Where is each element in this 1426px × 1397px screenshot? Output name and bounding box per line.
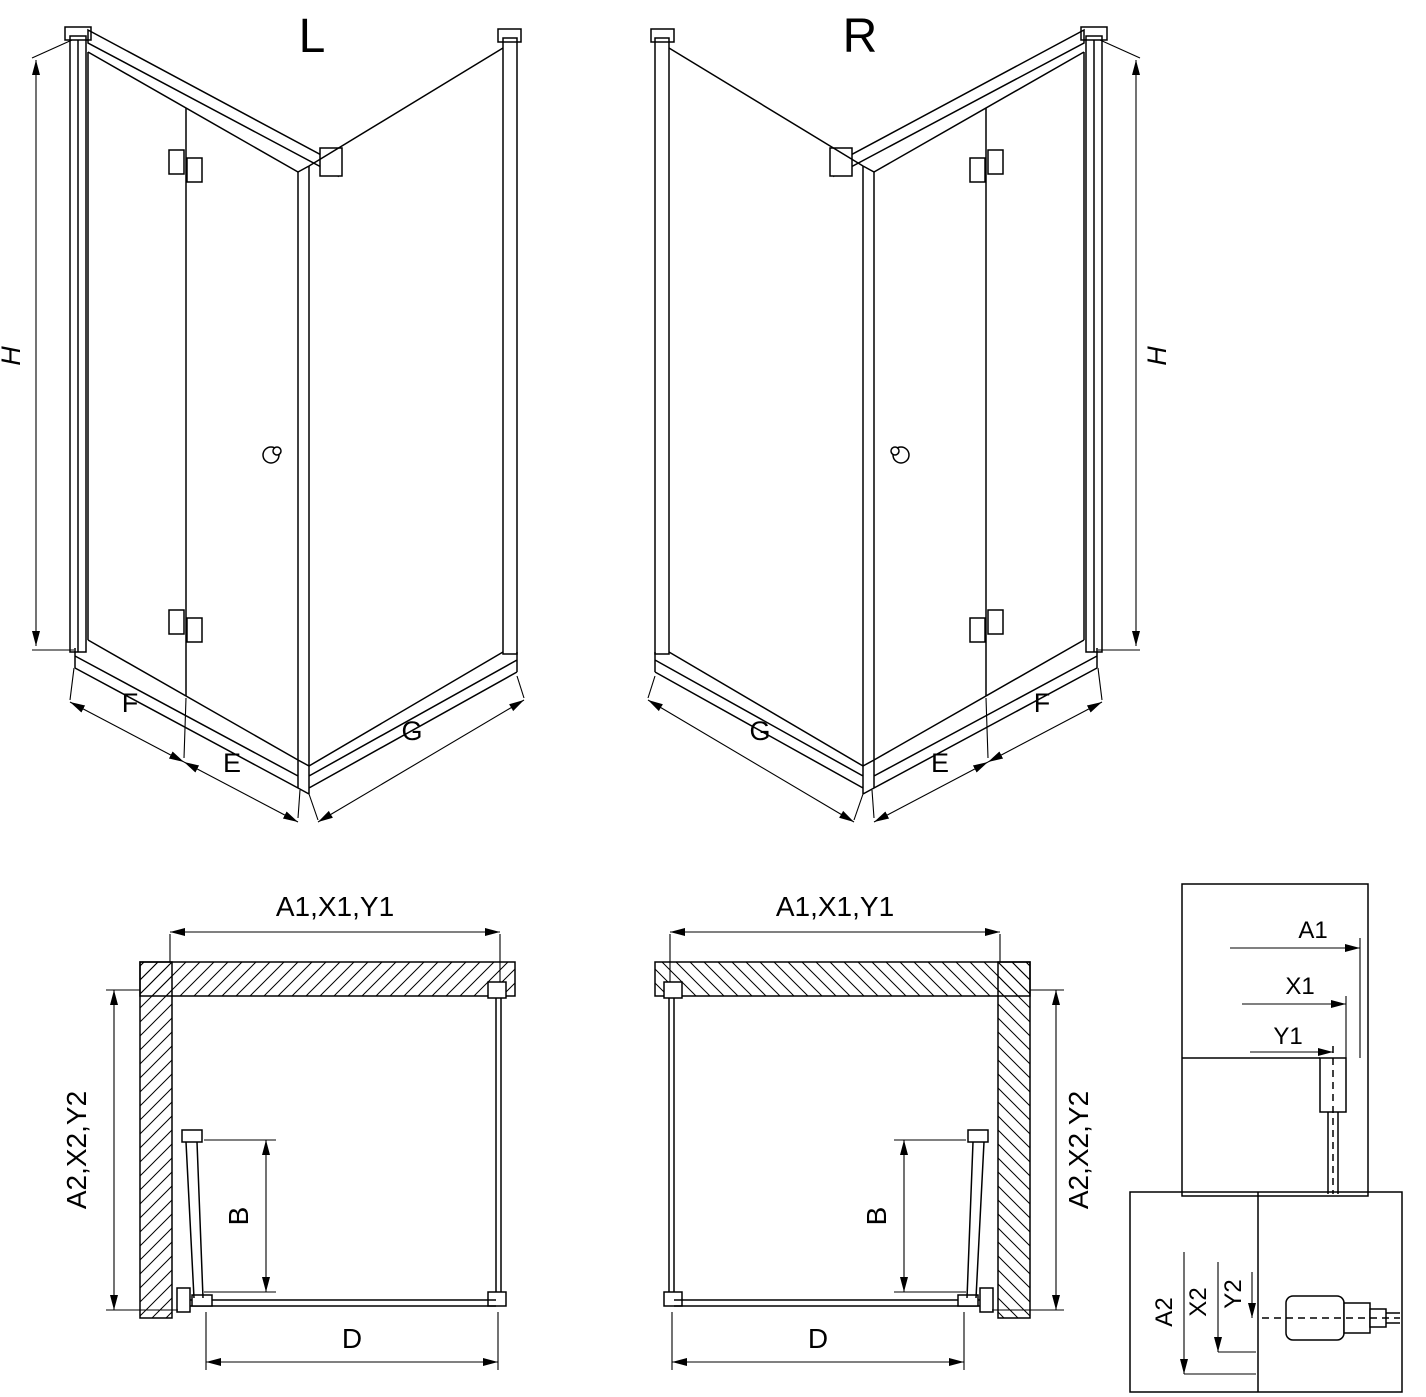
detail-a2-label: A2 xyxy=(1151,1297,1178,1326)
plan-d-label-right: D xyxy=(808,1323,828,1354)
iso-dimension-lines xyxy=(31,39,525,823)
plan-b-label-left: B xyxy=(223,1207,254,1226)
dim-label-e-left: E xyxy=(223,748,241,778)
rail-bracket xyxy=(319,147,343,177)
folded-door-end-cap xyxy=(181,1129,203,1143)
door-bottom-edge xyxy=(87,639,299,761)
dim-line-F xyxy=(69,701,185,763)
dim-line-E xyxy=(183,761,299,823)
folded-door-plan xyxy=(185,1141,204,1299)
dim-label-g-right: G xyxy=(749,716,770,746)
iso-view-left-linework xyxy=(31,26,525,823)
plan-width-label-left: A1,X1,Y1 xyxy=(276,891,394,922)
plan-b-label-right: B xyxy=(861,1207,892,1226)
hinge-bottom-icon xyxy=(168,609,203,643)
iso-view-right-linework xyxy=(648,27,1140,822)
dim-label-g-left: G xyxy=(401,716,422,746)
corner-post xyxy=(297,165,310,767)
plan-d-label-left: D xyxy=(342,1323,362,1354)
plan-width-label-right: A1,X1,Y1 xyxy=(776,891,894,922)
detail-x2-label: X2 xyxy=(1185,1287,1212,1316)
plan-view-left-linework xyxy=(106,928,516,1370)
plan-view-right-linework xyxy=(655,932,1064,1370)
side-panel-top-edge xyxy=(308,47,504,167)
detail-y1-label: Y1 xyxy=(1273,1023,1302,1050)
hinge-top-icon xyxy=(168,149,203,183)
detail-a1-label: A1 xyxy=(1298,917,1327,944)
plan-depth-label-left: A2,X2,Y2 xyxy=(61,1091,92,1209)
wall-top-hatched xyxy=(139,961,516,997)
side-wall-post xyxy=(502,37,518,655)
variant-label-right: R xyxy=(843,10,878,63)
wall-left-hatched xyxy=(139,961,173,1319)
variant-label-left: L xyxy=(299,10,326,63)
dim-label-f-right: F xyxy=(1034,688,1051,718)
dim-label-h-left: H xyxy=(0,346,26,366)
dim-label-f-left: F xyxy=(122,688,139,718)
detail-view-width xyxy=(1181,883,1369,1197)
wall-profile-cap xyxy=(64,26,92,41)
door-top-edge xyxy=(87,51,299,173)
detail-view-depth xyxy=(1129,1191,1403,1393)
door-knob-icon xyxy=(262,446,282,464)
detail-x1-label: X1 xyxy=(1285,973,1314,1000)
plan-depth-label-right: A2,X2,Y2 xyxy=(1063,1091,1094,1209)
side-panel-bottom-edge xyxy=(308,651,504,767)
detail-depth-frame xyxy=(1129,1191,1403,1393)
dim-line-G xyxy=(317,699,525,823)
dim-label-e-right: E xyxy=(931,748,949,778)
corner-connector-profile xyxy=(487,1291,507,1307)
detail-width-frame xyxy=(1181,883,1369,1197)
plan-dimension-lines xyxy=(106,928,501,1370)
door-pivot-profile xyxy=(176,1287,191,1313)
wall-connector-profile xyxy=(487,981,507,999)
dim-label-h-right: H xyxy=(1142,346,1172,366)
labels: L H F E G R H G E F A1,X1,Y1 A2,X2,Y2 B … xyxy=(0,10,1328,1354)
detail-y2-label: Y2 xyxy=(1220,1279,1247,1308)
